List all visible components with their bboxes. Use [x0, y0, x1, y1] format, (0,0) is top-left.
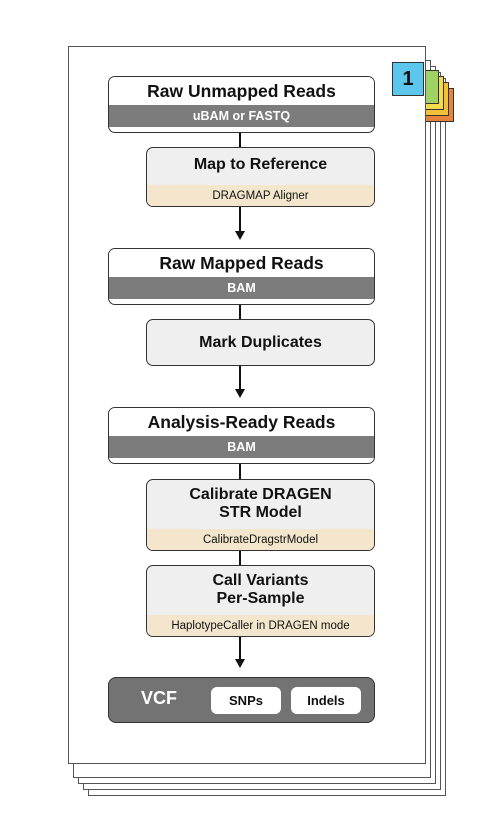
raw-unmapped-reads-box: Raw Unmapped Reads uBAM or FASTQ	[108, 76, 375, 133]
connector-line	[239, 132, 241, 148]
vcf-output-box: VCF SNPs Indels	[108, 677, 375, 723]
mark-duplicates-title: Mark Duplicates	[199, 334, 322, 351]
indels-pill: Indels	[291, 687, 361, 714]
raw-unmapped-reads-format: uBAM or FASTQ	[109, 105, 374, 127]
calibrate-title-line-1: Calibrate DRAGEN	[189, 486, 332, 503]
arrow-head	[235, 231, 245, 240]
mark-duplicates-box: Mark Duplicates	[146, 319, 375, 366]
map-to-reference-tool: DRAGMAP Aligner	[147, 185, 374, 206]
snps-pill: SNPs	[211, 687, 281, 714]
raw-unmapped-reads-title: Raw Unmapped Reads	[109, 77, 374, 105]
raw-mapped-reads-title: Raw Mapped Reads	[109, 249, 374, 277]
calibrate-dragen-str-model-box: Calibrate DRAGEN STR Model CalibrateDrag…	[146, 479, 375, 551]
call-variants-tool: HaplotypeCaller in DRAGEN mode	[147, 615, 374, 636]
call-variants-box: Call Variants Per-Sample HaplotypeCaller…	[146, 565, 375, 637]
connector-line	[239, 550, 241, 566]
call-variants-title-line-2: Per-Sample	[216, 590, 305, 607]
analysis-ready-reads-format: BAM	[109, 436, 374, 458]
calibrate-tool: CalibrateDragstrModel	[147, 529, 374, 550]
connector-line	[239, 636, 241, 660]
page-number-badge: 1	[392, 62, 424, 96]
map-to-reference-title: Map to Reference	[193, 156, 328, 173]
map-to-reference-box: Map to Reference DRAGMAP Aligner	[146, 147, 375, 207]
raw-mapped-reads-format: BAM	[109, 277, 374, 299]
connector-line	[239, 304, 241, 320]
connector-line	[239, 206, 241, 232]
raw-mapped-reads-box: Raw Mapped Reads BAM	[108, 248, 375, 305]
vcf-label: VCF	[141, 688, 177, 708]
call-variants-title-line-1: Call Variants	[212, 572, 309, 589]
analysis-ready-reads-box: Analysis-Ready Reads BAM	[108, 407, 375, 464]
calibrate-title-line-2: STR Model	[219, 504, 302, 521]
arrow-head	[235, 659, 245, 668]
analysis-ready-reads-title: Analysis-Ready Reads	[109, 408, 374, 436]
connector-line	[239, 463, 241, 480]
connector-line	[239, 365, 241, 390]
arrow-head	[235, 389, 245, 398]
